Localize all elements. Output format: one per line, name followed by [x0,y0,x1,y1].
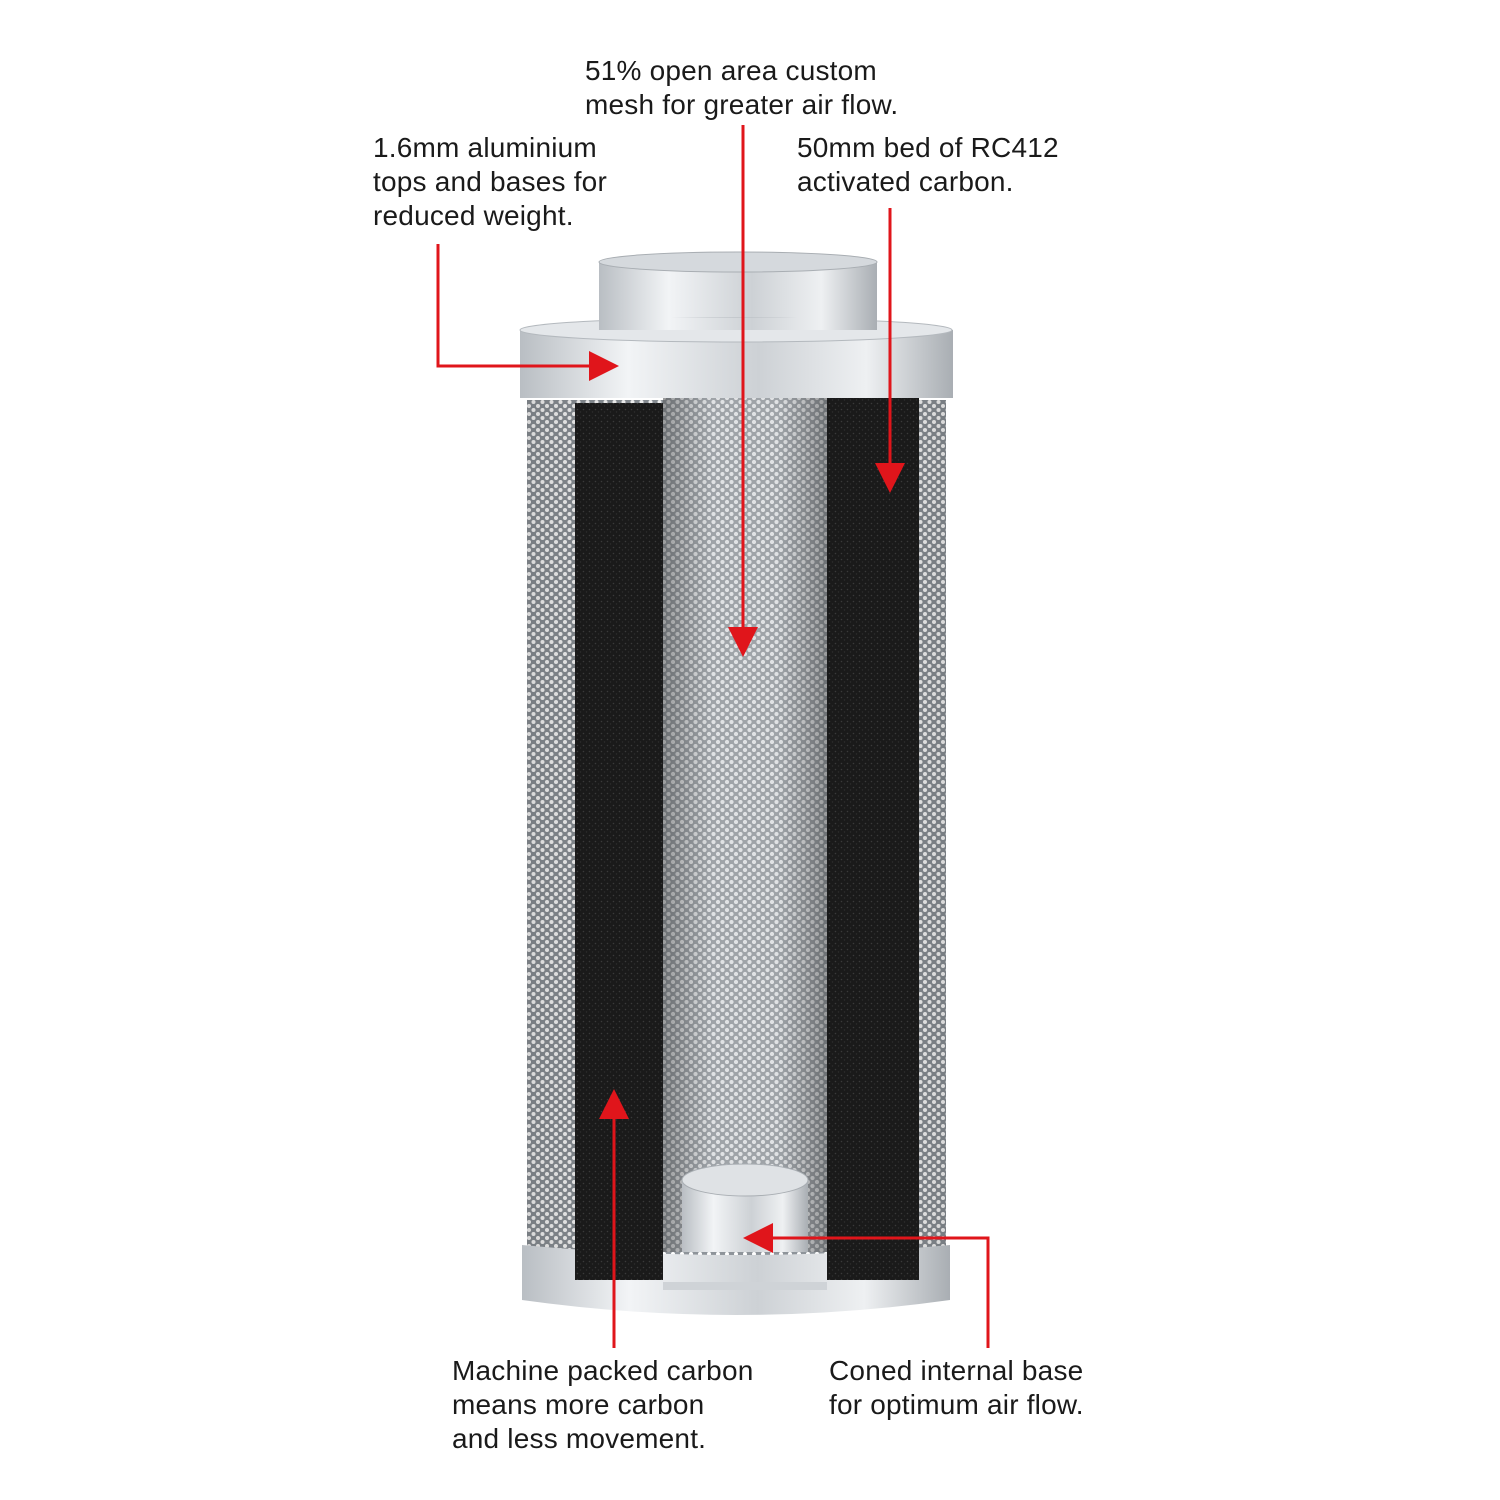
callout-aluminium-line3: reduced weight. [373,200,574,231]
callout-carbon-bed-line1: 50mm bed of RC412 [797,132,1059,163]
bottom-cap [522,1240,950,1315]
callout-machine-packed-line3: and less movement. [452,1423,707,1454]
callout-machine-packed-line2: means more carbon [452,1389,705,1420]
callout-carbon-bed-line2: activated carbon. [797,166,1014,197]
callout-coned-base: Coned internal base for optimum air flow… [829,1354,1084,1422]
carbon-bed-left [575,403,663,1280]
callout-aluminium: 1.6mm aluminium tops and bases for reduc… [373,131,607,233]
callout-mesh-line2: mesh for greater air flow. [585,89,899,120]
callout-carbon-bed: 50mm bed of RC412 activated carbon. [797,131,1059,199]
carbon-bed-right [827,398,919,1280]
arrow-coned-base [743,1223,990,1348]
callout-aluminium-line2: tops and bases for [373,166,607,197]
callout-machine-packed-line1: Machine packed carbon [452,1355,754,1386]
callout-coned-base-line2: for optimum air flow. [829,1389,1084,1420]
inner-mesh [663,398,827,1280]
callout-coned-base-line1: Coned internal base [829,1355,1084,1386]
top-cap [519,317,953,398]
arrow-icon [436,125,990,1348]
callout-aluminium-line1: 1.6mm aluminium [373,132,597,163]
arrow-aluminium [436,244,619,381]
callout-mesh: 51% open area custom mesh for greater ai… [585,54,898,122]
callout-machine-packed: Machine packed carbon means more carbon … [452,1354,754,1456]
callout-mesh-line1: 51% open area custom [585,55,877,86]
